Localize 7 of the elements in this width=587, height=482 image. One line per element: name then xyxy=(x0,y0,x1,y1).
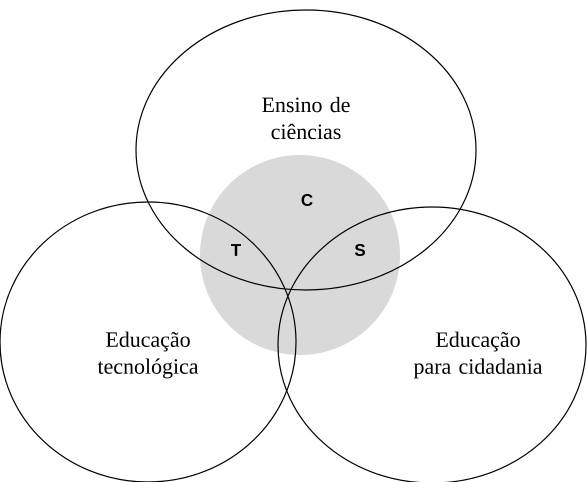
shaded-circle xyxy=(200,155,400,355)
intersection-letter: S xyxy=(354,244,365,256)
set-label: Educação para cidadania xyxy=(414,332,542,378)
intersection-letter: T xyxy=(231,244,241,256)
intersection-letter: C xyxy=(302,194,313,206)
set-label: Ensino de ciências xyxy=(262,96,350,140)
set-label: Educação tecnológica xyxy=(98,332,198,378)
